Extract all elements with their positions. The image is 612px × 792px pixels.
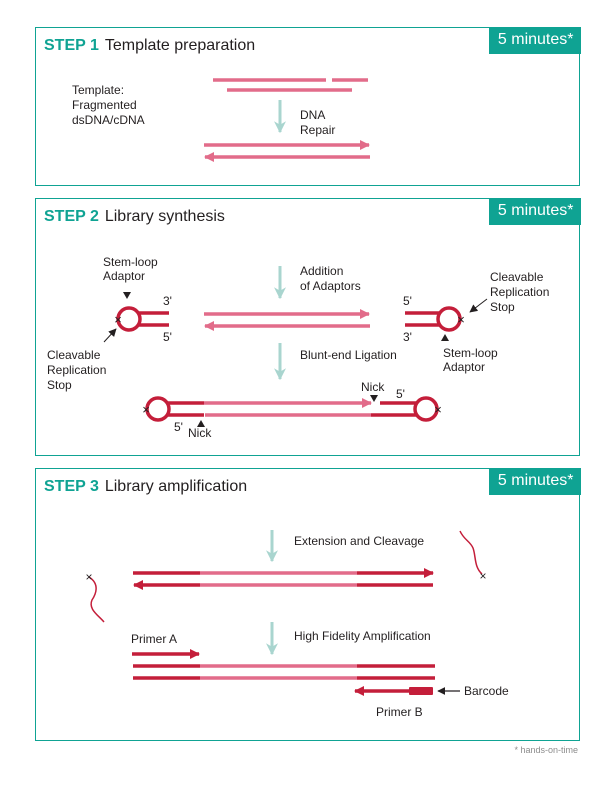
template-label: Template: Fragmented dsDNA/cDNA (72, 83, 145, 127)
cleavable-stop-x-mark: × (114, 312, 122, 327)
five-prime-label: 5' (396, 387, 405, 401)
step-1-title: Template preparation (104, 37, 256, 54)
stem-loop-adaptor-left (116, 306, 169, 332)
cleaved-loop-right (459, 530, 483, 575)
cleavable-stop-x-mark: × (85, 570, 92, 584)
step-2-panel: STEP 2 Library synthesis 5 minutes* (35, 197, 581, 456)
pointer-arrow (103, 328, 117, 343)
step-1-template-strands (213, 78, 368, 92)
five-prime-label: 5' (403, 294, 412, 308)
high-fidelity-amplification-label: High Fidelity Amplification (294, 629, 431, 643)
primer-b-label: Primer B (376, 705, 423, 719)
step-2-title: Library synthesis (104, 208, 225, 225)
primer-a-label: Primer A (131, 632, 177, 646)
pointer-arrow (469, 298, 488, 313)
stem-loop-right-label: Stem-loop Adaptor (443, 346, 501, 374)
extended-duplex (133, 568, 434, 590)
extension-and-cleavage-label: Extension and Cleavage (294, 534, 424, 548)
nick-label: Nick (361, 380, 385, 394)
step-1-number: STEP 1 (44, 37, 99, 54)
stem-loop-adaptor-right (405, 306, 462, 332)
cleavable-stop-x-mark: × (479, 569, 486, 583)
step-3-number: STEP 3 (44, 478, 99, 495)
addition-of-adaptors-label: Addition of Adaptors (300, 264, 361, 293)
template-label-line: Fragmented (72, 98, 137, 112)
step-2-time-badge: 5 minutes* (488, 197, 581, 225)
five-prime-label: 5' (174, 420, 183, 434)
step-3-time-badge: 5 minutes* (488, 467, 581, 495)
three-prime-label: 3' (403, 330, 412, 344)
cleavable-stop-x-mark: × (142, 402, 150, 417)
nick-label: Nick (188, 426, 212, 440)
cleavable-stop-left-line: Stop (47, 378, 72, 392)
cleavable-stop-x-mark: × (457, 312, 465, 327)
cleavable-stop-right-line: Replication (490, 285, 549, 299)
cleavable-stop-left-line: Cleavable (47, 348, 101, 362)
stem-loop-left-label: Stem-loop Adaptor (103, 255, 161, 283)
step-2-number: STEP 2 (44, 208, 99, 225)
ligated-product (145, 396, 439, 422)
nick-triangle-icon (370, 395, 378, 402)
barcode-segment (409, 687, 433, 695)
step-1-heading: STEP 1 Template preparation (44, 37, 255, 55)
primer-b-strand (354, 686, 433, 696)
step-3-title: Library amplification (104, 478, 248, 495)
stem-loop-left-line: Adaptor (103, 269, 145, 283)
nick-triangle-icon (197, 420, 205, 427)
dna-repair-label: DNA Repair (300, 108, 335, 137)
dna-repair-line: Repair (300, 123, 335, 137)
addition-line: Addition (300, 264, 343, 278)
stem-loop-right-line: Adaptor (443, 360, 485, 374)
step-3-panel: STEP 3 Library amplification 5 minutes* (35, 467, 581, 741)
stem-loop-right-line: Stem-loop (443, 346, 498, 360)
step-1-panel: STEP 1 Template preparation 5 minutes* (35, 26, 581, 186)
cleavable-stop-left-line: Replication (47, 363, 106, 377)
cleavable-stop-right-line: Cleavable (490, 270, 544, 284)
cleavable-stop-right-label: Cleavable Replication Stop (490, 270, 553, 314)
cleaved-loop-left (88, 576, 105, 623)
step-2-heading: STEP 2 Library synthesis (44, 208, 225, 226)
template-label-line: Template: (72, 83, 124, 97)
pointer-triangle-icon (441, 334, 449, 341)
five-prime-label: 5' (163, 330, 172, 344)
dna-repair-line: DNA (300, 108, 325, 122)
step-3-heading: STEP 3 Library amplification (44, 478, 247, 496)
three-prime-label: 3' (163, 294, 172, 308)
addition-line: of Adaptors (300, 279, 361, 293)
template-label-line: dsDNA/cDNA (72, 113, 145, 127)
cleavable-stop-x-mark: × (434, 402, 442, 417)
stem-loop-left-line: Stem-loop (103, 255, 158, 269)
pointer-triangle-icon (123, 292, 131, 299)
amplified-duplex (133, 664, 435, 680)
step-1-time-badge: 5 minutes* (488, 26, 581, 54)
cleavable-stop-right-line: Stop (490, 300, 515, 314)
blunt-end-ligation-label: Blunt-end Ligation (300, 348, 397, 362)
hands-on-time-footnote: * hands-on-time (514, 745, 578, 755)
cleavable-stop-left-label: Cleavable Replication Stop (47, 348, 110, 392)
barcode-label: Barcode (464, 684, 509, 698)
